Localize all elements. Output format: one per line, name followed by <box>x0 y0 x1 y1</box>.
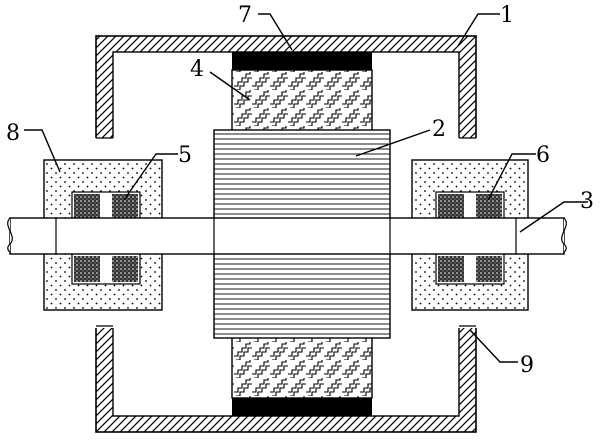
callout-labels: 1 2 3 4 5 6 7 8 9 <box>6 3 594 378</box>
leader-lines <box>24 13 588 363</box>
shaft <box>7 217 567 255</box>
lower-cap-bar <box>232 398 372 416</box>
callout-1: 1 <box>500 3 514 28</box>
callout-3: 3 <box>580 189 594 214</box>
callout-4: 4 <box>190 57 204 82</box>
left-bearing-bottom-a <box>74 256 100 282</box>
left-bearing-top-a <box>74 194 100 218</box>
callout-9: 9 <box>520 353 534 378</box>
right-bearing-bottom-b <box>476 256 502 282</box>
callout-6: 6 <box>536 143 550 168</box>
lower-stator-block <box>231 335 373 416</box>
right-bearing-bottom-a <box>438 256 464 282</box>
left-bearing-bottom-b <box>112 256 138 282</box>
callout-8: 8 <box>6 121 20 146</box>
callout-5: 5 <box>178 143 192 168</box>
upper-stator-block <box>231 52 373 133</box>
upper-cap-bar <box>232 52 372 70</box>
callout-7: 7 <box>238 3 252 28</box>
right-bearing-top-a <box>438 194 464 218</box>
callout-2: 2 <box>432 117 446 142</box>
